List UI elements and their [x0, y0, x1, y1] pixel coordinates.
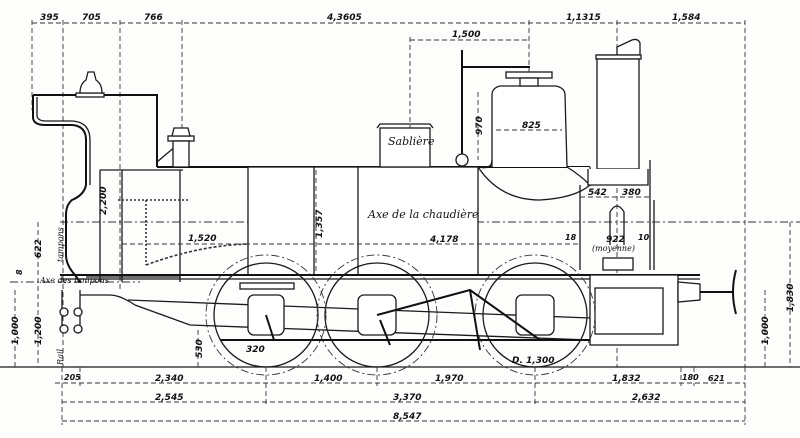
- dim-8: 8: [15, 269, 24, 275]
- dim-542: 542: [588, 188, 607, 198]
- inner-dimensions: 2,200 1,520 1,357 4,178 530 320 D. 1,300: [99, 170, 580, 367]
- dim-2-200: 2,200: [99, 187, 109, 215]
- blower-wheel: [455, 153, 469, 167]
- dim-2-632: 2,632: [632, 393, 660, 403]
- dim-705: 705: [82, 13, 101, 23]
- dim-1-832: 1,832: [612, 374, 640, 384]
- dim-380: 380: [622, 188, 641, 198]
- dim-1-200: 1,200: [34, 317, 44, 345]
- dim-205: 205: [64, 373, 81, 382]
- wheels: [205, 254, 596, 376]
- dim-320: 320: [246, 345, 265, 355]
- dim-8-547: 8,547: [393, 412, 422, 422]
- dim-4-3605: 4,3605: [326, 13, 362, 23]
- cylinder: [594, 287, 664, 335]
- dim-3-370: 3,370: [393, 393, 421, 403]
- chimney-cap: [597, 38, 641, 56]
- dim-1-584: 1,584: [672, 13, 700, 23]
- sandbox-label: Sablière: [388, 135, 435, 148]
- dim-180: 180: [682, 373, 699, 382]
- dim-1-1315: 1,1315: [566, 13, 601, 23]
- buffers-label: tampons: [56, 227, 65, 262]
- dim-621: 621: [708, 374, 725, 383]
- buffer-axis-label: Axe des tampons: [39, 276, 109, 285]
- left-dimensions: 622 8 1,000 1,200 tampons Axe des tampon…: [11, 222, 109, 367]
- dim-1-520: 1,520: [188, 234, 216, 244]
- bottom-dimensions: 205 2,340 1,400 1,970 1,832 180 621 2,54…: [55, 367, 746, 425]
- firebox-controls: [118, 199, 251, 266]
- cab-lamp: [79, 71, 103, 94]
- side-tank: [247, 166, 479, 276]
- dim-1-000-left: 1,000: [11, 317, 21, 345]
- dim-1-970: 1,970: [435, 374, 463, 384]
- dim-530: 530: [195, 339, 205, 358]
- dim-18: 18: [565, 233, 577, 242]
- average-label: (moyenne): [592, 244, 635, 253]
- dim-1-400: 1,400: [314, 374, 342, 384]
- dim-2-545: 2,545: [155, 393, 183, 403]
- cab: [32, 71, 183, 283]
- dim-395: 395: [40, 13, 59, 23]
- dim-1-357: 1,357: [315, 209, 325, 238]
- dim-970: 970: [475, 116, 485, 135]
- dim-2-340: 2,340: [155, 374, 183, 384]
- dim-766: 766: [144, 13, 163, 23]
- dim-1-000-right: 1,000: [761, 317, 771, 345]
- chimney: [596, 58, 640, 170]
- dim-922: 922: [606, 235, 625, 245]
- dim-1-500: 1,500: [452, 30, 480, 40]
- dim-825: 825: [522, 121, 541, 131]
- boiler-axis-label: Axe de la chaudière: [367, 208, 479, 221]
- dim-4-178: 4,178: [429, 235, 458, 245]
- dim-10: 10: [638, 233, 650, 242]
- steam-dome: [491, 85, 591, 187]
- sandbox: [379, 127, 431, 168]
- dim-622: 622: [34, 239, 44, 258]
- rail-label: Rail: [56, 348, 65, 366]
- dim-1-830: 1,830: [786, 284, 796, 312]
- frame: [59, 269, 737, 346]
- safety-valve: [171, 127, 191, 137]
- smokebox: 542 380 18 922 (moyenne) 10: [565, 38, 655, 271]
- right-dimensions: 1,000 1,830: [761, 222, 796, 367]
- boiler: Sablière 970 825 Axe de la chaudière: [156, 50, 591, 276]
- dim-wheel-diameter: D. 1,300: [512, 356, 555, 366]
